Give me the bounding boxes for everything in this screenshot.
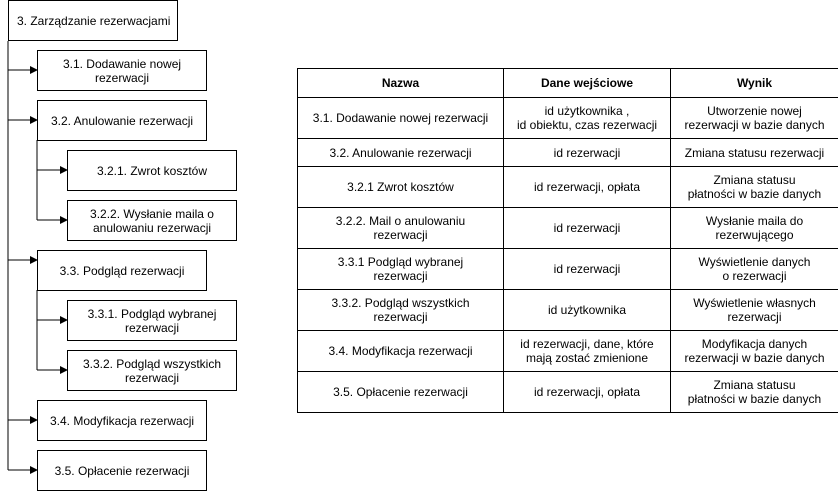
cell-wynik: Zmiana statusu płatności w bazie danych	[670, 166, 838, 208]
table-header-row: Nazwa Dane wejściowe Wynik	[297, 68, 838, 98]
node-3-1-label: 3.1. Dodawanie nowej rezerwacji	[62, 56, 182, 85]
cell-wynik: Wyświetlenie danych o rezerwacji	[670, 248, 838, 290]
node-3-2-1: 3.2.1. Zwrot kosztów	[67, 150, 237, 191]
cell-nazwa: 3.2.1 Zwrot kosztów	[297, 166, 504, 208]
cell-wynik: Utworzenie nowej rezerwacji w bazie dany…	[670, 97, 838, 139]
cell-dane: id użytkownika	[503, 289, 671, 331]
cell-nazwa: 3.1. Dodawanie nowej rezerwacji	[297, 97, 504, 139]
table-row: 3.2. Anulowanie rezerwacji id rezerwacji…	[297, 138, 838, 167]
table-row: 3.2.2. Mail o anulowaniu rezerwacji id r…	[297, 207, 838, 249]
node-3-3-1: 3.3.1. Podgląd wybranej rezerwacji	[67, 300, 237, 341]
requirements-table: Nazwa Dane wejściowe Wynik 3.1. Dodawani…	[297, 68, 838, 413]
cell-nazwa: 3.5. Opłacenie rezerwacji	[297, 371, 504, 413]
cell-wynik: Zmiana statusu rezerwacji	[670, 138, 838, 167]
table-row: 3.4. Modyfikacja rezerwacji id rezerwacj…	[297, 330, 838, 372]
node-3-3-label: 3.3. Podgląd rezerwacji	[59, 263, 185, 278]
table-row: 3.3.1 Podgląd wybranej rezerwacji id rez…	[297, 248, 838, 290]
cell-nazwa: 3.2.2. Mail o anulowaniu rezerwacji	[297, 207, 504, 249]
cell-dane: id rezerwacji	[503, 248, 671, 290]
node-3-2: 3.2. Anulowanie rezerwacji	[37, 100, 207, 141]
node-root-label: 3. Zarządzanie rezerwacjami	[17, 13, 171, 28]
node-3-3-2: 3.3.2. Podgląd wszystkich rezerwacji	[67, 350, 237, 391]
cell-wynik: Wysłanie maila do rezerwującego	[670, 207, 838, 249]
node-root: 3. Zarządzanie rezerwacjami	[8, 0, 178, 41]
table-row: 3.1. Dodawanie nowej rezerwacji id użytk…	[297, 97, 838, 139]
node-3-4-label: 3.4. Modyfikacja rezerwacji	[49, 413, 195, 428]
header-dane-wejsciowe: Dane wejściowe	[503, 68, 671, 98]
cell-nazwa: 3.4. Modyfikacja rezerwacji	[297, 330, 504, 372]
cell-wynik: Wyświetlenie własnych rezerwacji	[670, 289, 838, 331]
table-row: 3.3.2. Podgląd wszystkich rezerwacji id …	[297, 289, 838, 331]
cell-wynik: Zmiana statusu płatności w bazie danych	[670, 371, 838, 413]
cell-dane: id użytkownika , id obiektu, czas rezerw…	[503, 97, 671, 139]
node-3-2-label: 3.2. Anulowanie rezerwacji	[50, 113, 194, 128]
node-3-2-1-label: 3.2.1. Zwrot kosztów	[96, 163, 208, 178]
cell-dane: id rezerwacji	[503, 138, 671, 167]
cell-dane: id rezerwacji	[503, 207, 671, 249]
node-3-5: 3.5. Opłacenie rezerwacji	[37, 450, 207, 491]
node-3-3: 3.3. Podgląd rezerwacji	[37, 250, 207, 291]
table-row: 3.5. Opłacenie rezerwacji id rezerwacji,…	[297, 371, 838, 413]
node-3-2-2: 3.2.2. Wysłanie maila o anulowaniu rezer…	[67, 200, 237, 241]
node-3-1: 3.1. Dodawanie nowej rezerwacji	[37, 50, 207, 91]
node-3-4: 3.4. Modyfikacja rezerwacji	[37, 400, 207, 441]
node-3-3-2-label: 3.3.2. Podgląd wszystkich rezerwacji	[82, 356, 222, 385]
header-wynik: Wynik	[670, 68, 838, 98]
cell-dane: id rezerwacji, dane, które mają zostać z…	[503, 330, 671, 372]
cell-nazwa: 3.3.2. Podgląd wszystkich rezerwacji	[297, 289, 504, 331]
cell-dane: id rezerwacji, opłata	[503, 371, 671, 413]
node-3-5-label: 3.5. Opłacenie rezerwacji	[54, 463, 190, 478]
header-nazwa: Nazwa	[297, 68, 504, 98]
cell-wynik: Modyfikacja danych rezerwacji w bazie da…	[670, 330, 838, 372]
cell-nazwa: 3.3.1 Podgląd wybranej rezerwacji	[297, 248, 504, 290]
cell-nazwa: 3.2. Anulowanie rezerwacji	[297, 138, 504, 167]
cell-dane: id rezerwacji, opłata	[503, 166, 671, 208]
node-3-3-1-label: 3.3.1. Podgląd wybranej rezerwacji	[87, 306, 217, 335]
node-3-2-2-label: 3.2.2. Wysłanie maila o anulowaniu rezer…	[90, 206, 214, 235]
table-row: 3.2.1 Zwrot kosztów id rezerwacji, opłat…	[297, 166, 838, 208]
